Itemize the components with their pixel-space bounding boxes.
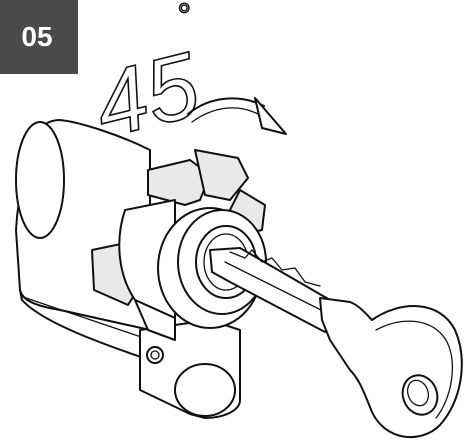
- degree-symbol: °: [175, 0, 197, 36]
- curved-arrow-icon: [187, 97, 287, 135]
- key-bow: [319, 297, 463, 439]
- step-number-badge: 05: [0, 0, 78, 74]
